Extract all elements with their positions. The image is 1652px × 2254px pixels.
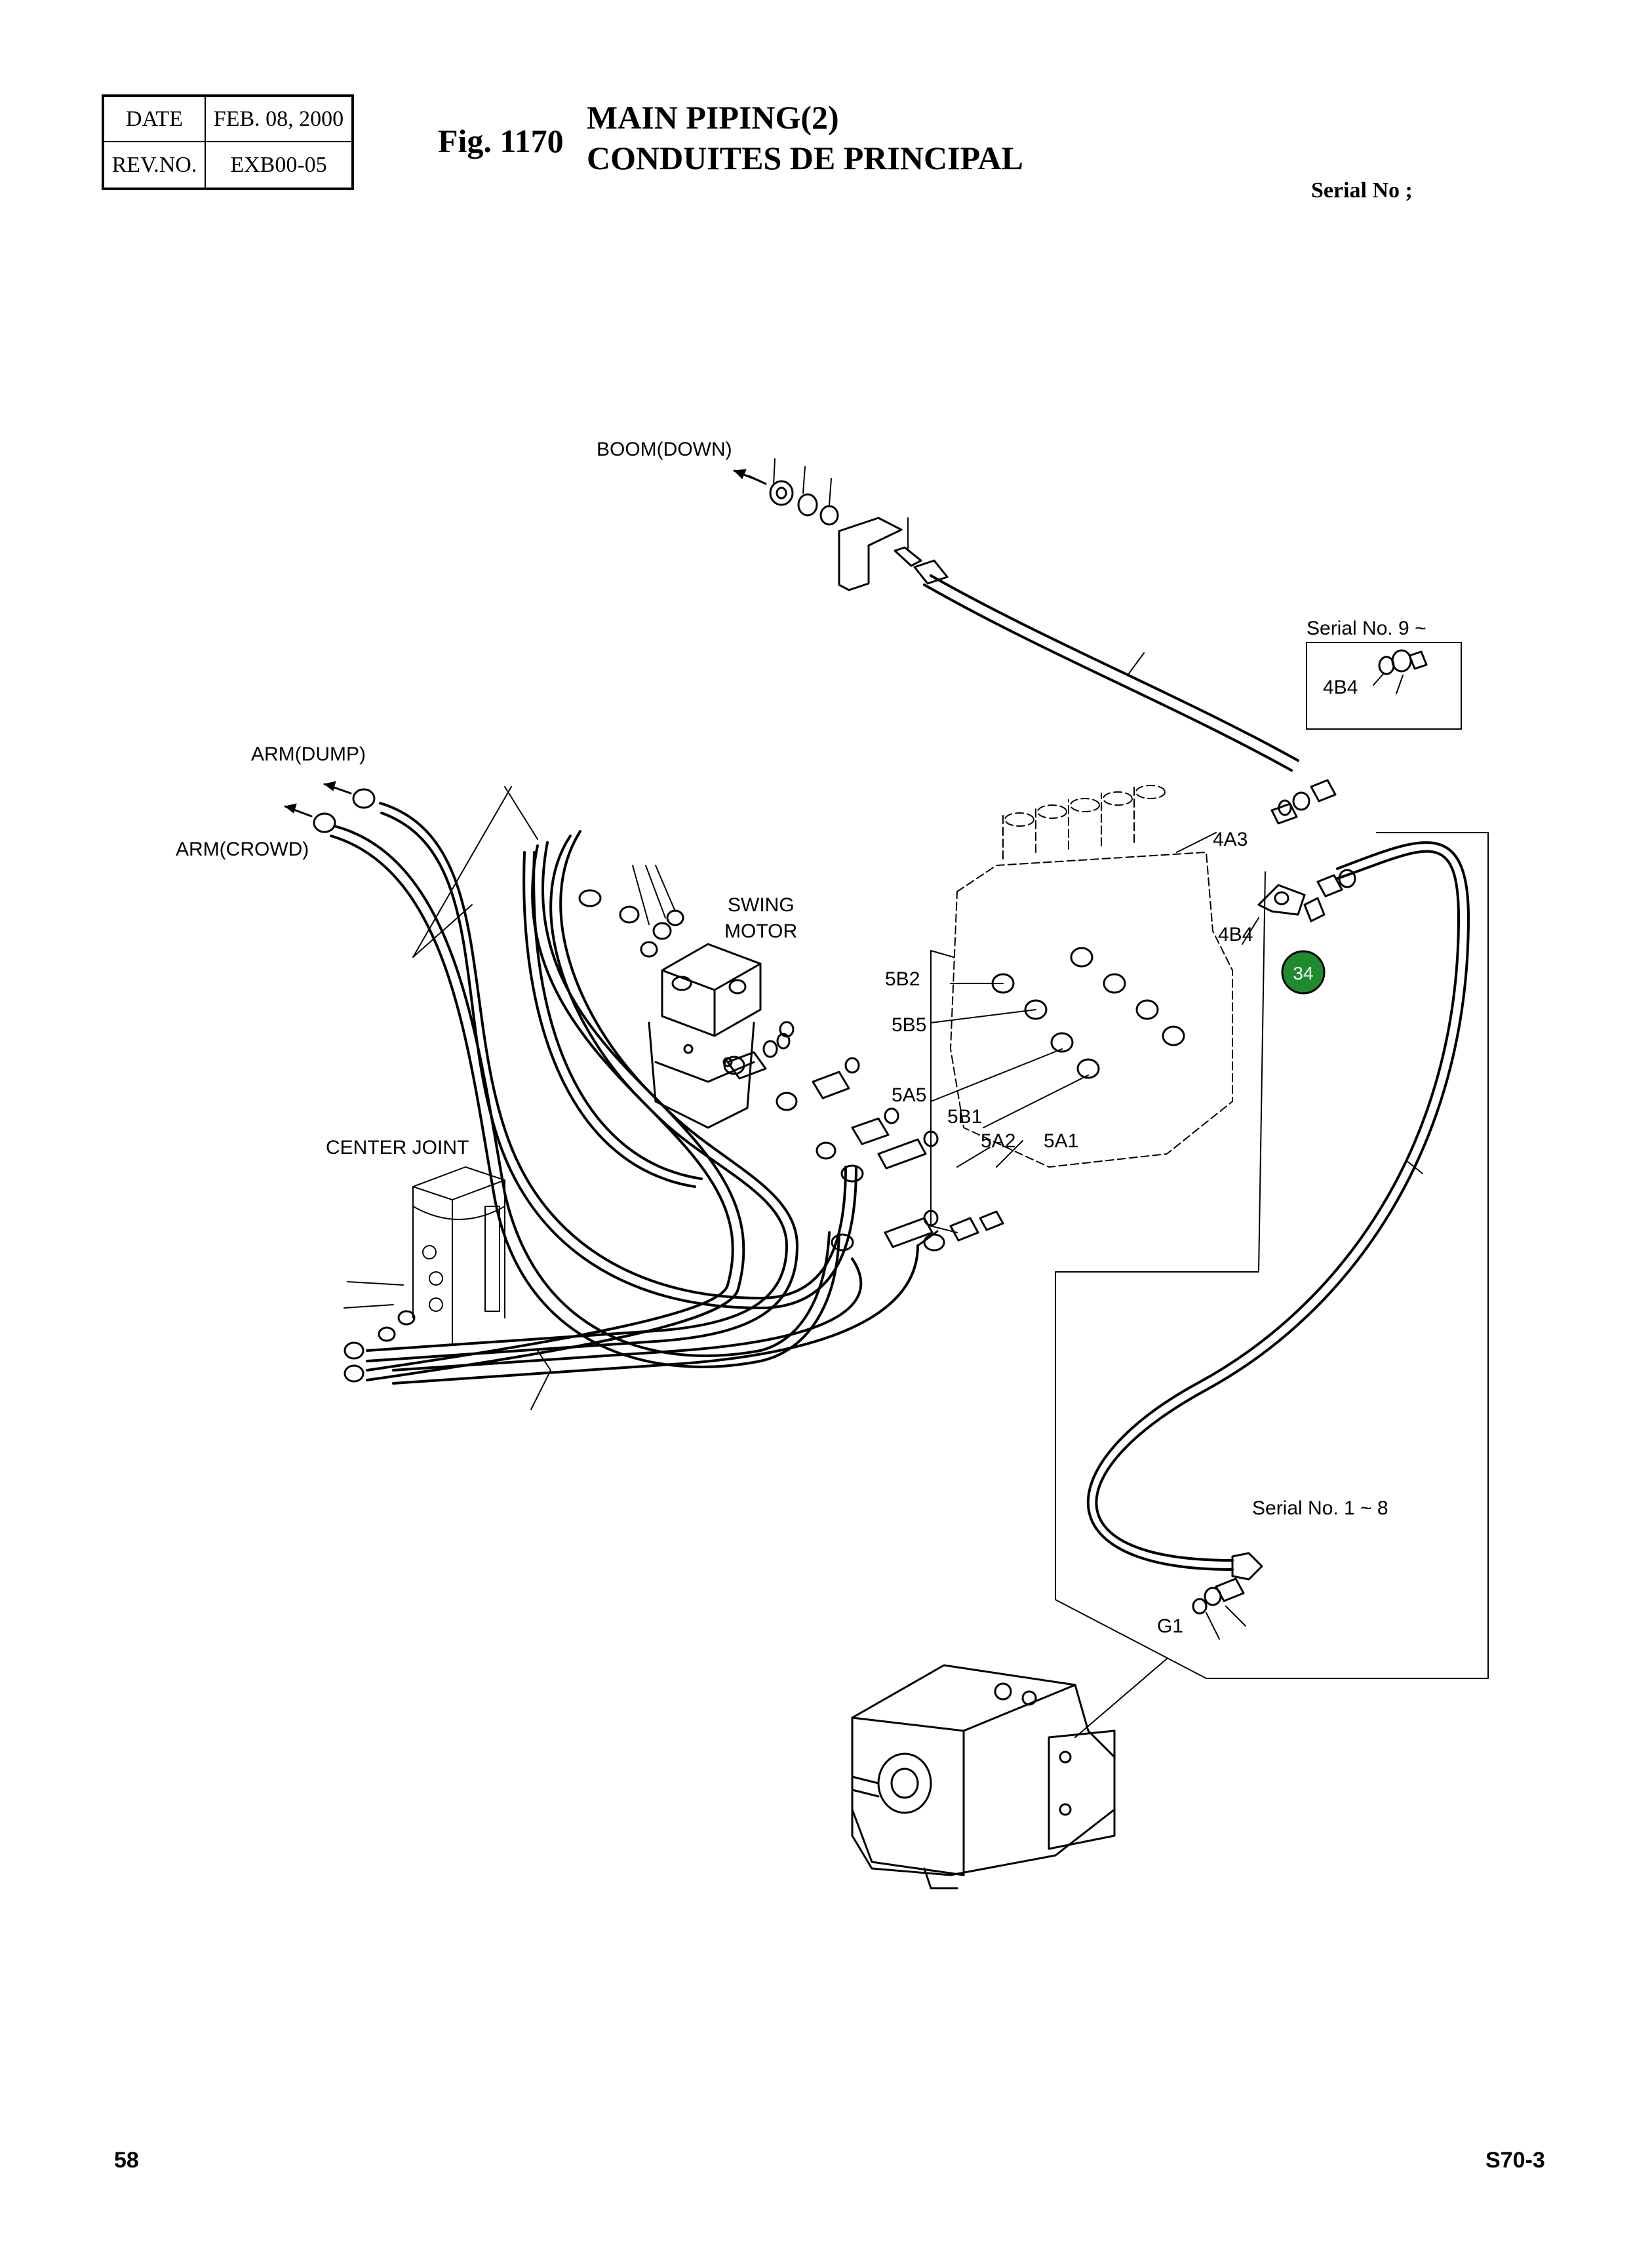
page-subtitle: CONDUITES DE PRINCIPAL xyxy=(587,140,1023,176)
label-port-5b2: 5B2 xyxy=(885,968,920,990)
label-serial-1-8: Serial No. 1 ~ 8 xyxy=(1252,1497,1388,1519)
label-center-joint: CENTER JOINT xyxy=(326,1137,469,1158)
label-port-5a5: 5A5 xyxy=(892,1084,926,1106)
label-arm-crowd: ARM(CROWD) xyxy=(176,839,309,860)
label-port-5a2: 5A2 xyxy=(981,1130,1015,1152)
part-callout-34: 34 xyxy=(1281,950,1326,995)
figure-number: Fig. 1170 xyxy=(438,123,564,159)
label-swing-motor-line1: SWING xyxy=(728,894,795,916)
label-port-4b4-box: 4B4 xyxy=(1323,677,1358,698)
center-joint xyxy=(344,1166,505,1383)
callout-circle xyxy=(1281,950,1326,995)
serial-number-label: Serial No ; xyxy=(1311,178,1413,203)
label-port-4b4: 4B4 xyxy=(1218,924,1253,945)
label-port-g1: G1 xyxy=(1157,1615,1183,1637)
page-title: MAIN PIPING(2) xyxy=(587,99,839,136)
serial-1-8-frame xyxy=(1055,832,1489,1679)
rev-value: EXB00-05 xyxy=(230,152,327,177)
label-port-5b5: 5B5 xyxy=(892,1014,926,1036)
arm-hoses xyxy=(330,802,919,1385)
label-port-4a3: 4A3 xyxy=(1213,829,1248,850)
label-serial-9: Serial No. 9 ~ xyxy=(1307,618,1426,639)
pump-hose xyxy=(1086,841,1470,1571)
callout-number: 34 xyxy=(1293,963,1313,983)
label-arm-dump: ARM(DUMP) xyxy=(251,743,366,765)
boom-down-hose xyxy=(923,574,1299,772)
swing-motor xyxy=(648,943,762,1129)
date-label: DATE xyxy=(104,97,206,142)
date-value: FEB. 08, 2000 xyxy=(206,97,351,142)
model-code: S70-3 xyxy=(1485,2148,1545,2173)
revision-table: DATE FEB. 08, 2000 REV.NO. EXB00-05 xyxy=(102,94,354,190)
boom-fittings xyxy=(747,458,949,591)
rev-label: REV.NO. xyxy=(104,142,206,188)
label-swing-motor-line2: MOTOR xyxy=(724,920,797,942)
page-number: 58 xyxy=(114,2148,139,2173)
serial-9-box xyxy=(1306,642,1462,730)
label-boom-down: BOOM(DOWN) xyxy=(597,439,732,460)
label-port-5b1: 5B1 xyxy=(947,1106,982,1128)
control-valve xyxy=(950,785,1233,1168)
label-port-5a1: 5A1 xyxy=(1044,1130,1078,1152)
hydraulic-pump xyxy=(851,1664,1116,1889)
